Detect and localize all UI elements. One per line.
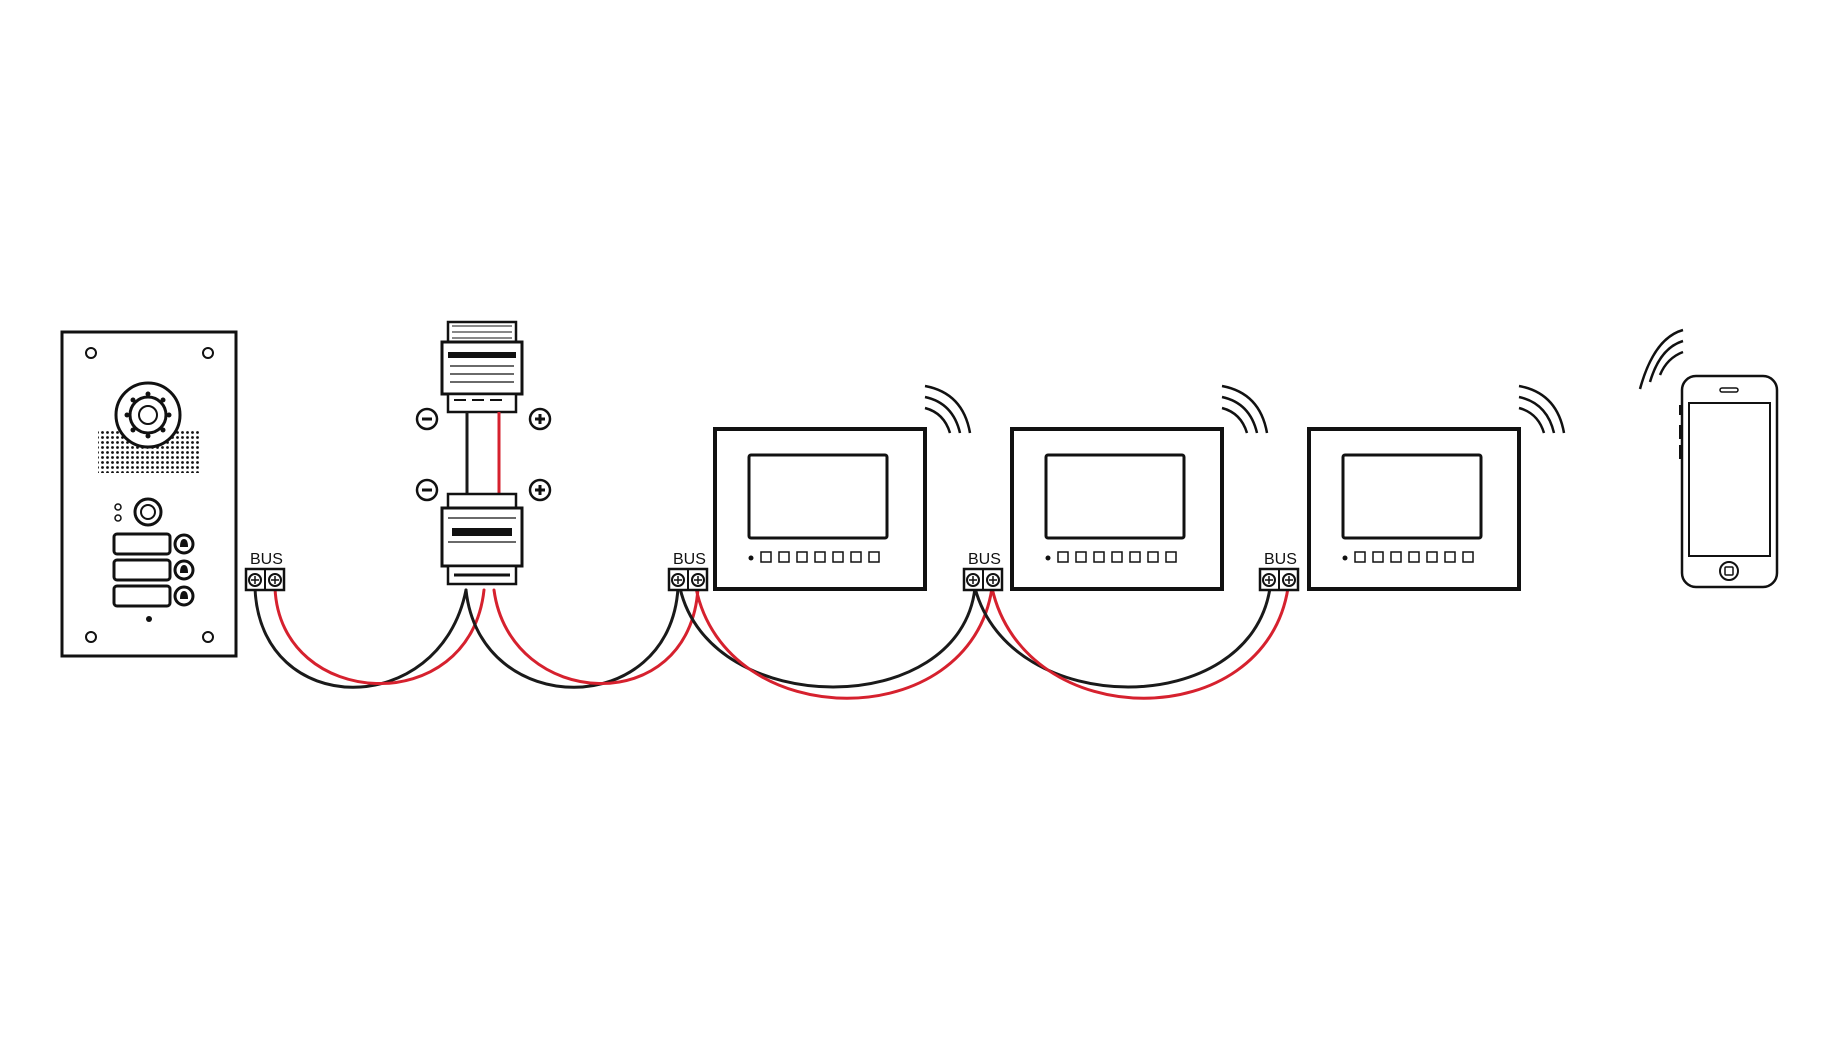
- wifi-signal-icon: [1518, 384, 1566, 434]
- wiring: [253, 586, 1290, 700]
- wifi-signal-icon: [1221, 384, 1269, 434]
- wifi-signal-icon: [924, 384, 972, 434]
- bus-terminal-monitor-2: BUS: [962, 551, 1004, 592]
- call-button-row: [112, 558, 195, 582]
- wire-red-m2-to-m3: [990, 586, 1290, 700]
- screw-icon: [85, 347, 214, 643]
- smartphone: [1679, 374, 1779, 589]
- power-supply: [440, 320, 524, 414]
- call-button-row: [112, 532, 195, 556]
- monitor-keypad: [1057, 551, 1177, 563]
- wire-red-m1-to-m2: [694, 586, 994, 700]
- wifi-signal-icon: [1638, 328, 1684, 390]
- plus-circle-icon: [528, 478, 552, 502]
- monitor-keypad: [760, 551, 880, 563]
- monitor-keypad: [1354, 551, 1474, 563]
- minus-circle-icon: [415, 478, 439, 502]
- name-plate: [112, 532, 172, 556]
- plus-circle-icon: [528, 407, 552, 431]
- camera-icon: [114, 381, 182, 449]
- name-plate: [112, 558, 172, 582]
- name-plate: [112, 584, 172, 608]
- monitor-screen: [1044, 453, 1186, 540]
- call-button-row: [112, 584, 195, 608]
- bus-label: BUS: [968, 551, 1001, 568]
- bus-terminal-door-station: BUS: [244, 551, 286, 592]
- indoor-monitor-3: [1307, 384, 1566, 591]
- indoor-monitor-1: [713, 384, 972, 591]
- wire-black-dist-to-m1: [464, 586, 680, 689]
- wire-black-m2-to-m3: [973, 586, 1272, 689]
- indoor-monitor-2: [1010, 384, 1269, 591]
- phone-earpiece: [1719, 387, 1739, 393]
- monitor-screen: [747, 453, 889, 540]
- wire-red-dist-to-m1: [492, 586, 700, 685]
- wire-black-m1-to-m2: [678, 586, 977, 689]
- bus-terminal-monitor-1: BUS: [667, 551, 709, 592]
- bus-label: BUS: [250, 551, 283, 568]
- wire-black-door-to-distributor: [253, 586, 468, 689]
- home-button-icon: [1719, 561, 1739, 581]
- bus-label: BUS: [1264, 551, 1297, 568]
- bus-terminal-monitor-3: BUS: [1258, 551, 1300, 592]
- minus-circle-icon: [415, 407, 439, 431]
- door-station: [60, 330, 238, 658]
- monitor-screen: [1341, 453, 1483, 540]
- phone-screen: [1688, 402, 1771, 557]
- wire-red-door-to-distributor: [273, 586, 486, 685]
- microphone-icon: [133, 497, 163, 527]
- bus-distributor: [440, 492, 524, 586]
- bus-label: BUS: [673, 551, 706, 568]
